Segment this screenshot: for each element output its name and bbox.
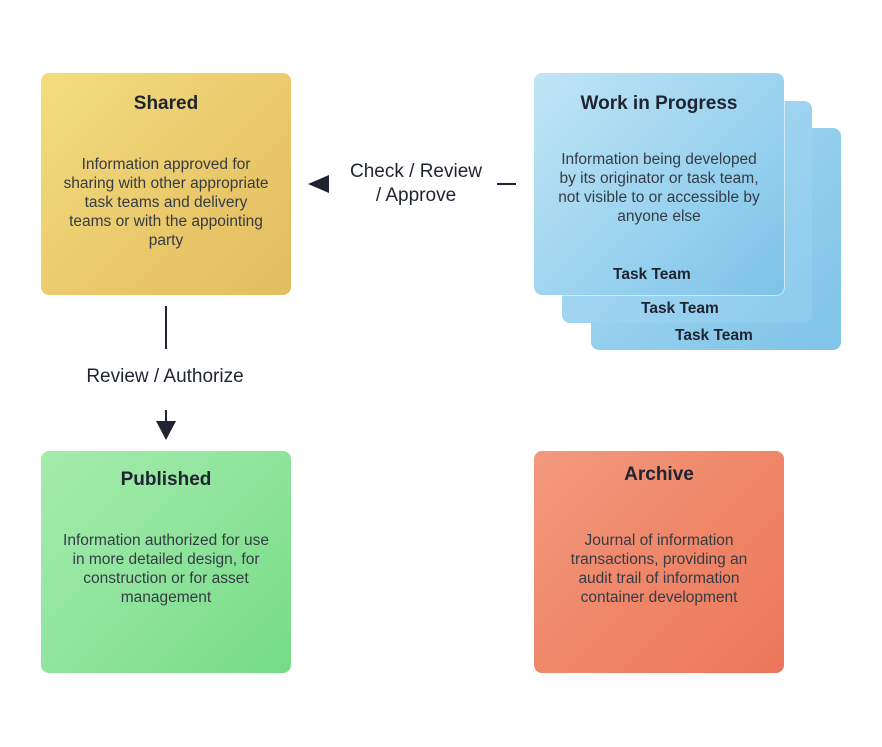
shared-to-published-arrowhead xyxy=(156,421,176,440)
review-authorize-label: Review / Authorize xyxy=(86,366,244,387)
check-review-approve-line2: / Approve xyxy=(375,185,457,206)
archive-description: Journal of information transactions, pro… xyxy=(570,532,748,606)
task-team-label-1: Task Team xyxy=(613,266,691,283)
check-review-approve-line1: Check / Review xyxy=(350,161,482,182)
wip-title: Work in Progress xyxy=(580,93,738,114)
shared-card: Shared Information approved for sharing … xyxy=(41,73,291,295)
task-team-label-2: Task Team xyxy=(641,300,719,317)
wip-description: Information being developed by its origi… xyxy=(558,151,760,225)
published-card: Published Information authorized for use… xyxy=(41,451,291,673)
wip-to-shared-arrowhead xyxy=(308,175,329,193)
check-review-approve-label: Check / Review / Approve xyxy=(338,160,494,208)
wip-card-front: Work in Progress Information being devel… xyxy=(534,73,784,295)
shared-description: Information approved for sharing with ot… xyxy=(63,156,269,249)
shared-title: Shared xyxy=(133,93,199,114)
archive-card: Archive Journal of information transacti… xyxy=(534,451,784,673)
published-description: Information authorized for use in more d… xyxy=(63,532,269,606)
task-team-label-3: Task Team xyxy=(675,327,753,344)
published-title: Published xyxy=(120,469,212,490)
archive-title: Archive xyxy=(624,464,694,485)
